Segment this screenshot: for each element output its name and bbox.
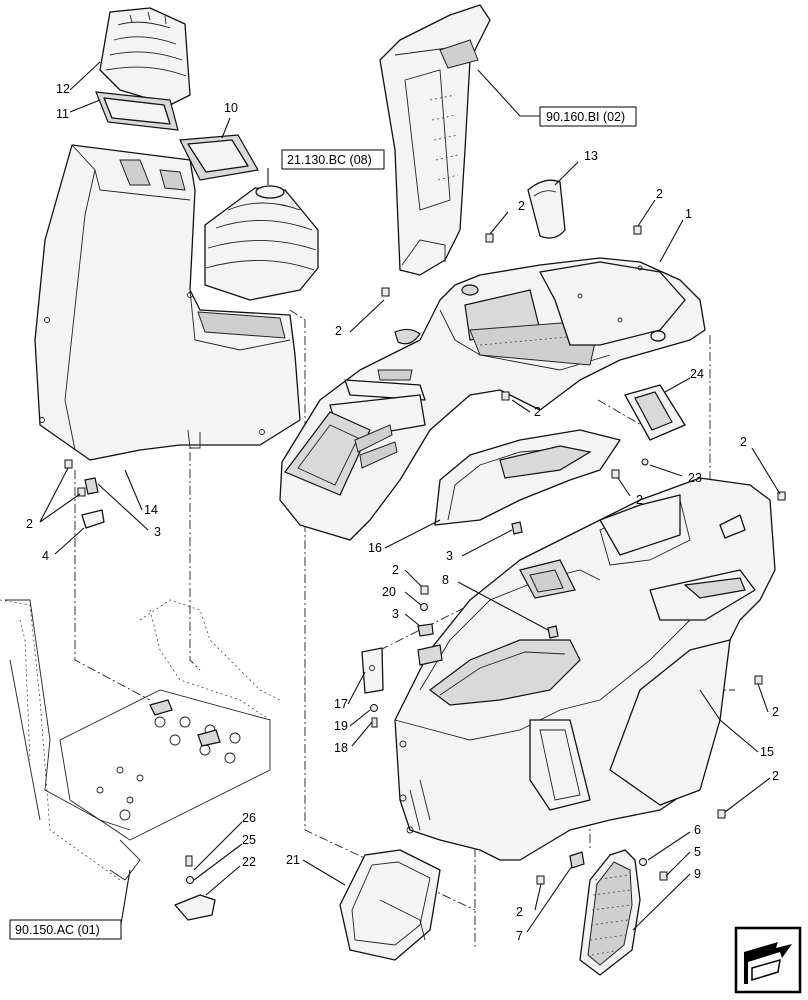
ref-label-90160: 90.160.BI (02)	[546, 110, 625, 124]
ref-box-90150: 90.150.AC (01)	[9, 919, 122, 940]
callout-8: 8	[442, 573, 449, 587]
callout-2f: 2	[636, 493, 643, 507]
part-9-grille	[579, 849, 641, 976]
part-11-boot-frame	[95, 91, 179, 131]
callout-2a: 2	[656, 187, 663, 201]
callout-11: 11	[56, 107, 69, 121]
ref-box-90160: 90.160.BI (02)	[539, 106, 637, 127]
callout-2g: 2	[26, 517, 33, 531]
callout-15: 15	[760, 745, 774, 759]
callout-14: 14	[144, 503, 158, 517]
callout-3c: 3	[392, 607, 399, 621]
part-22-plate	[174, 855, 216, 921]
callout-2i: 2	[772, 705, 779, 719]
callout-9: 9	[694, 867, 701, 881]
column-pillar-ref	[379, 4, 491, 276]
part-21-cup-holder	[339, 849, 441, 961]
part-13-handle-cover	[527, 179, 566, 239]
ref-label-90150: 90.150.AC (01)	[15, 923, 100, 937]
callout-25: 25	[242, 833, 256, 847]
callout-3b: 3	[154, 525, 161, 539]
ref-label-21130: 21.130.BC (08)	[287, 153, 372, 167]
callout-6: 6	[694, 823, 701, 837]
callout-18: 18	[334, 741, 348, 755]
callout-2e: 2	[740, 435, 747, 449]
part-16-instrument-bezel	[434, 429, 621, 526]
part-15-lower-console	[394, 477, 776, 861]
callout-numbers: 12 11 10 13 2 2 1 2 2 24 23 2 2 16 3 2 3…	[26, 82, 779, 943]
part-12-gear-boot	[99, 7, 191, 106]
callout-4: 4	[42, 549, 49, 563]
joystick-boot-ref	[204, 185, 319, 301]
leader-lines	[39, 61, 781, 933]
callout-2c: 2	[335, 324, 342, 338]
callout-19: 19	[334, 719, 348, 733]
callout-1: 1	[685, 207, 692, 221]
callout-17: 17	[334, 697, 348, 711]
next-page-arrow-icon[interactable]	[734, 926, 802, 994]
ref-box-21130: 21.130.BC (08)	[281, 149, 385, 170]
callout-21: 21	[286, 853, 300, 867]
fasteners	[64, 225, 786, 885]
callout-22: 22	[242, 855, 256, 869]
part-24-bracket	[624, 384, 686, 441]
callout-26: 26	[242, 811, 256, 825]
callout-2b: 2	[518, 199, 525, 213]
callout-2h: 2	[392, 563, 399, 577]
callout-10: 10	[224, 101, 238, 115]
part-14-left-console	[34, 144, 301, 461]
callout-20: 20	[382, 585, 396, 599]
callout-13: 13	[584, 149, 598, 163]
callout-2d: 2	[534, 405, 541, 419]
callout-23: 23	[688, 471, 702, 485]
callout-24: 24	[690, 367, 704, 381]
part-1-dashboard-cover	[279, 257, 706, 541]
callout-2k: 2	[516, 905, 523, 919]
callout-2j: 2	[772, 769, 779, 783]
part-10-boot-frame	[179, 134, 259, 181]
callout-12: 12	[56, 82, 70, 96]
callout-16: 16	[368, 541, 382, 555]
callout-5: 5	[694, 845, 701, 859]
callout-7: 7	[516, 929, 523, 943]
cab-floor-ref	[0, 599, 281, 881]
callout-3a: 3	[446, 549, 453, 563]
